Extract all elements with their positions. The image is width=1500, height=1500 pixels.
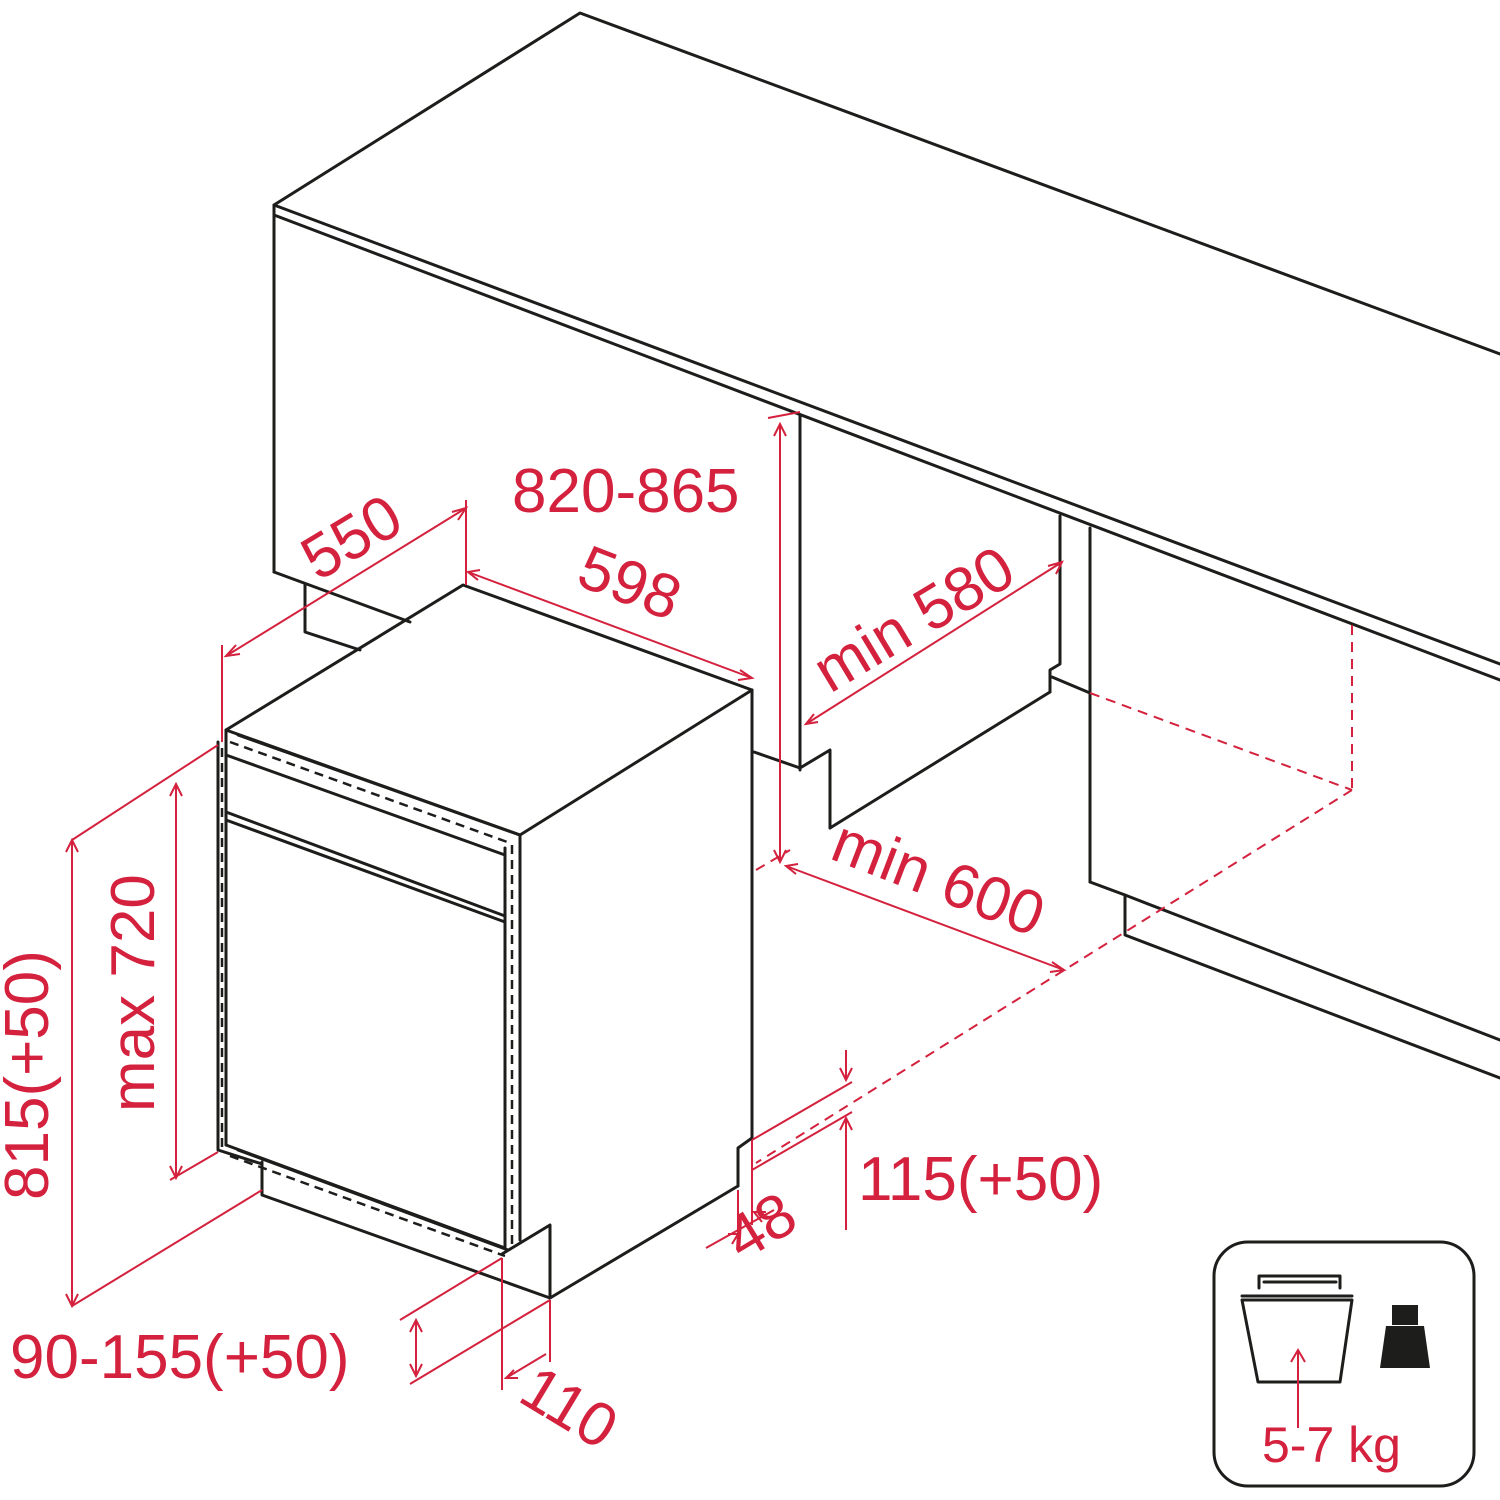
label-appliance-width: 598 [569,533,690,634]
label-panel-height: max 720 [99,874,168,1112]
weight-icon [1380,1305,1430,1368]
label-side-plinth-height: 115(+50) [858,1145,1103,1214]
label-plinth-height: 90-155(+50) [10,1323,350,1392]
load-badge: 5-7 kg [1212,1240,1476,1488]
dimension-labels: 550 598 820-865 min 580 min 600 815(+50)… [0,457,1103,1463]
middle-cabinet [752,414,1092,830]
dishwasher-basket-icon [1240,1274,1354,1428]
label-appliance-height: 815(+50) [0,950,62,1200]
label-cabinet-depth: 550 [290,482,414,594]
label-niche-width: min 600 [823,807,1054,950]
dimension-lines [65,411,1067,1390]
dishwasher [216,583,754,1300]
load-label: 5-7 kg [1262,1417,1401,1473]
countertop [272,11,1500,682]
right-cabinet [1088,526,1500,1080]
label-plinth-depth: 110 [509,1353,629,1463]
label-cabinet-height: 820-865 [512,457,740,526]
left-cabinet [272,213,412,652]
niche-outline [755,625,1353,1164]
label-niche-depth: min 580 [802,533,1027,706]
